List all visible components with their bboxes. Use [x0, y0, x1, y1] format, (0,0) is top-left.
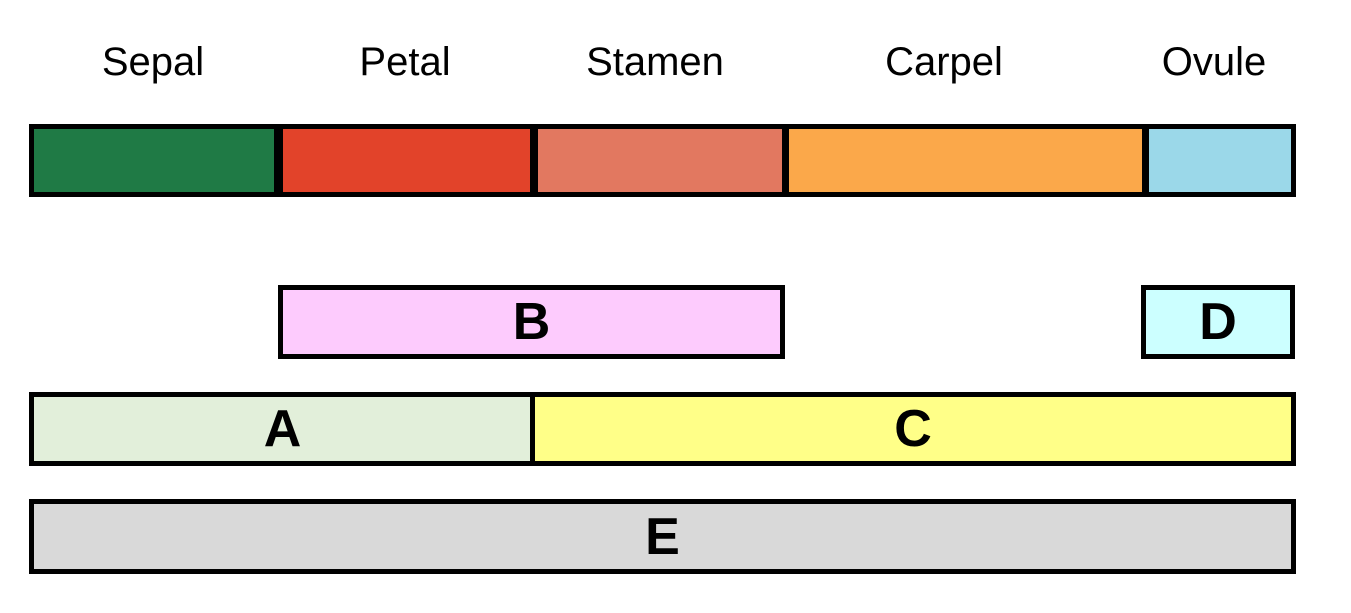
- label-sepal: Sepal: [101, 40, 205, 84]
- label-ovule: Ovule: [1161, 40, 1267, 84]
- gene-b-label: B: [512, 293, 551, 351]
- label-stamen: Stamen: [586, 40, 724, 84]
- label-carpel: Carpel: [885, 40, 1003, 84]
- gene-d-label: D: [1199, 293, 1237, 351]
- gene-e-label: E: [645, 507, 680, 566]
- gene-a-label: A: [263, 400, 302, 458]
- gene-b-box: B: [278, 285, 785, 359]
- segment-ovule: [1144, 124, 1296, 197]
- segment-stamen: [533, 124, 787, 197]
- gene-e-box: E: [29, 499, 1296, 574]
- gene-c-label: C: [894, 400, 932, 458]
- label-petal: Petal: [359, 40, 451, 84]
- gene-c-box: C: [530, 392, 1296, 466]
- gene-a-box: A: [29, 392, 536, 466]
- segment-sepal: [29, 124, 279, 197]
- gene-d-box: D: [1141, 285, 1295, 359]
- segment-petal: [278, 124, 535, 197]
- segment-carpel: [784, 124, 1147, 197]
